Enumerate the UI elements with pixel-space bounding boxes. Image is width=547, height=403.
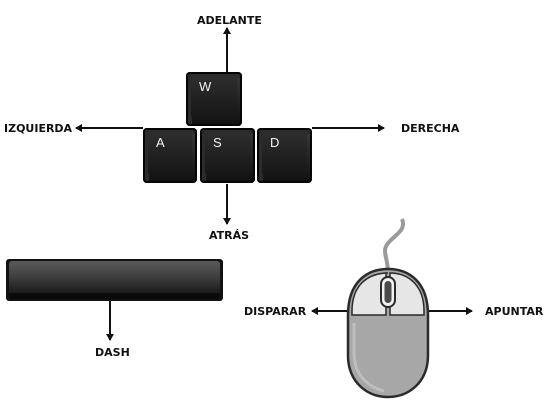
- key-a: A: [143, 128, 197, 183]
- mouse-icon: [346, 218, 430, 399]
- spacebar-key: [6, 259, 223, 301]
- label-right: DERECHA: [401, 122, 460, 135]
- label-down: ATRÁS: [209, 229, 250, 242]
- key-a-letter: A: [156, 135, 165, 150]
- label-mouse-right: APUNTAR: [485, 305, 544, 318]
- label-up: ADELANTE: [197, 14, 262, 27]
- key-s-letter: S: [213, 135, 222, 150]
- key-d: D: [257, 128, 312, 183]
- label-dash: DASH: [95, 346, 130, 359]
- label-left: IZQUIERDA: [4, 122, 73, 135]
- key-d-letter: D: [270, 135, 280, 150]
- key-w: W: [186, 72, 242, 126]
- key-s: S: [200, 128, 255, 183]
- key-w-letter: W: [199, 79, 212, 94]
- label-mouse-left: DISPARAR: [244, 305, 307, 318]
